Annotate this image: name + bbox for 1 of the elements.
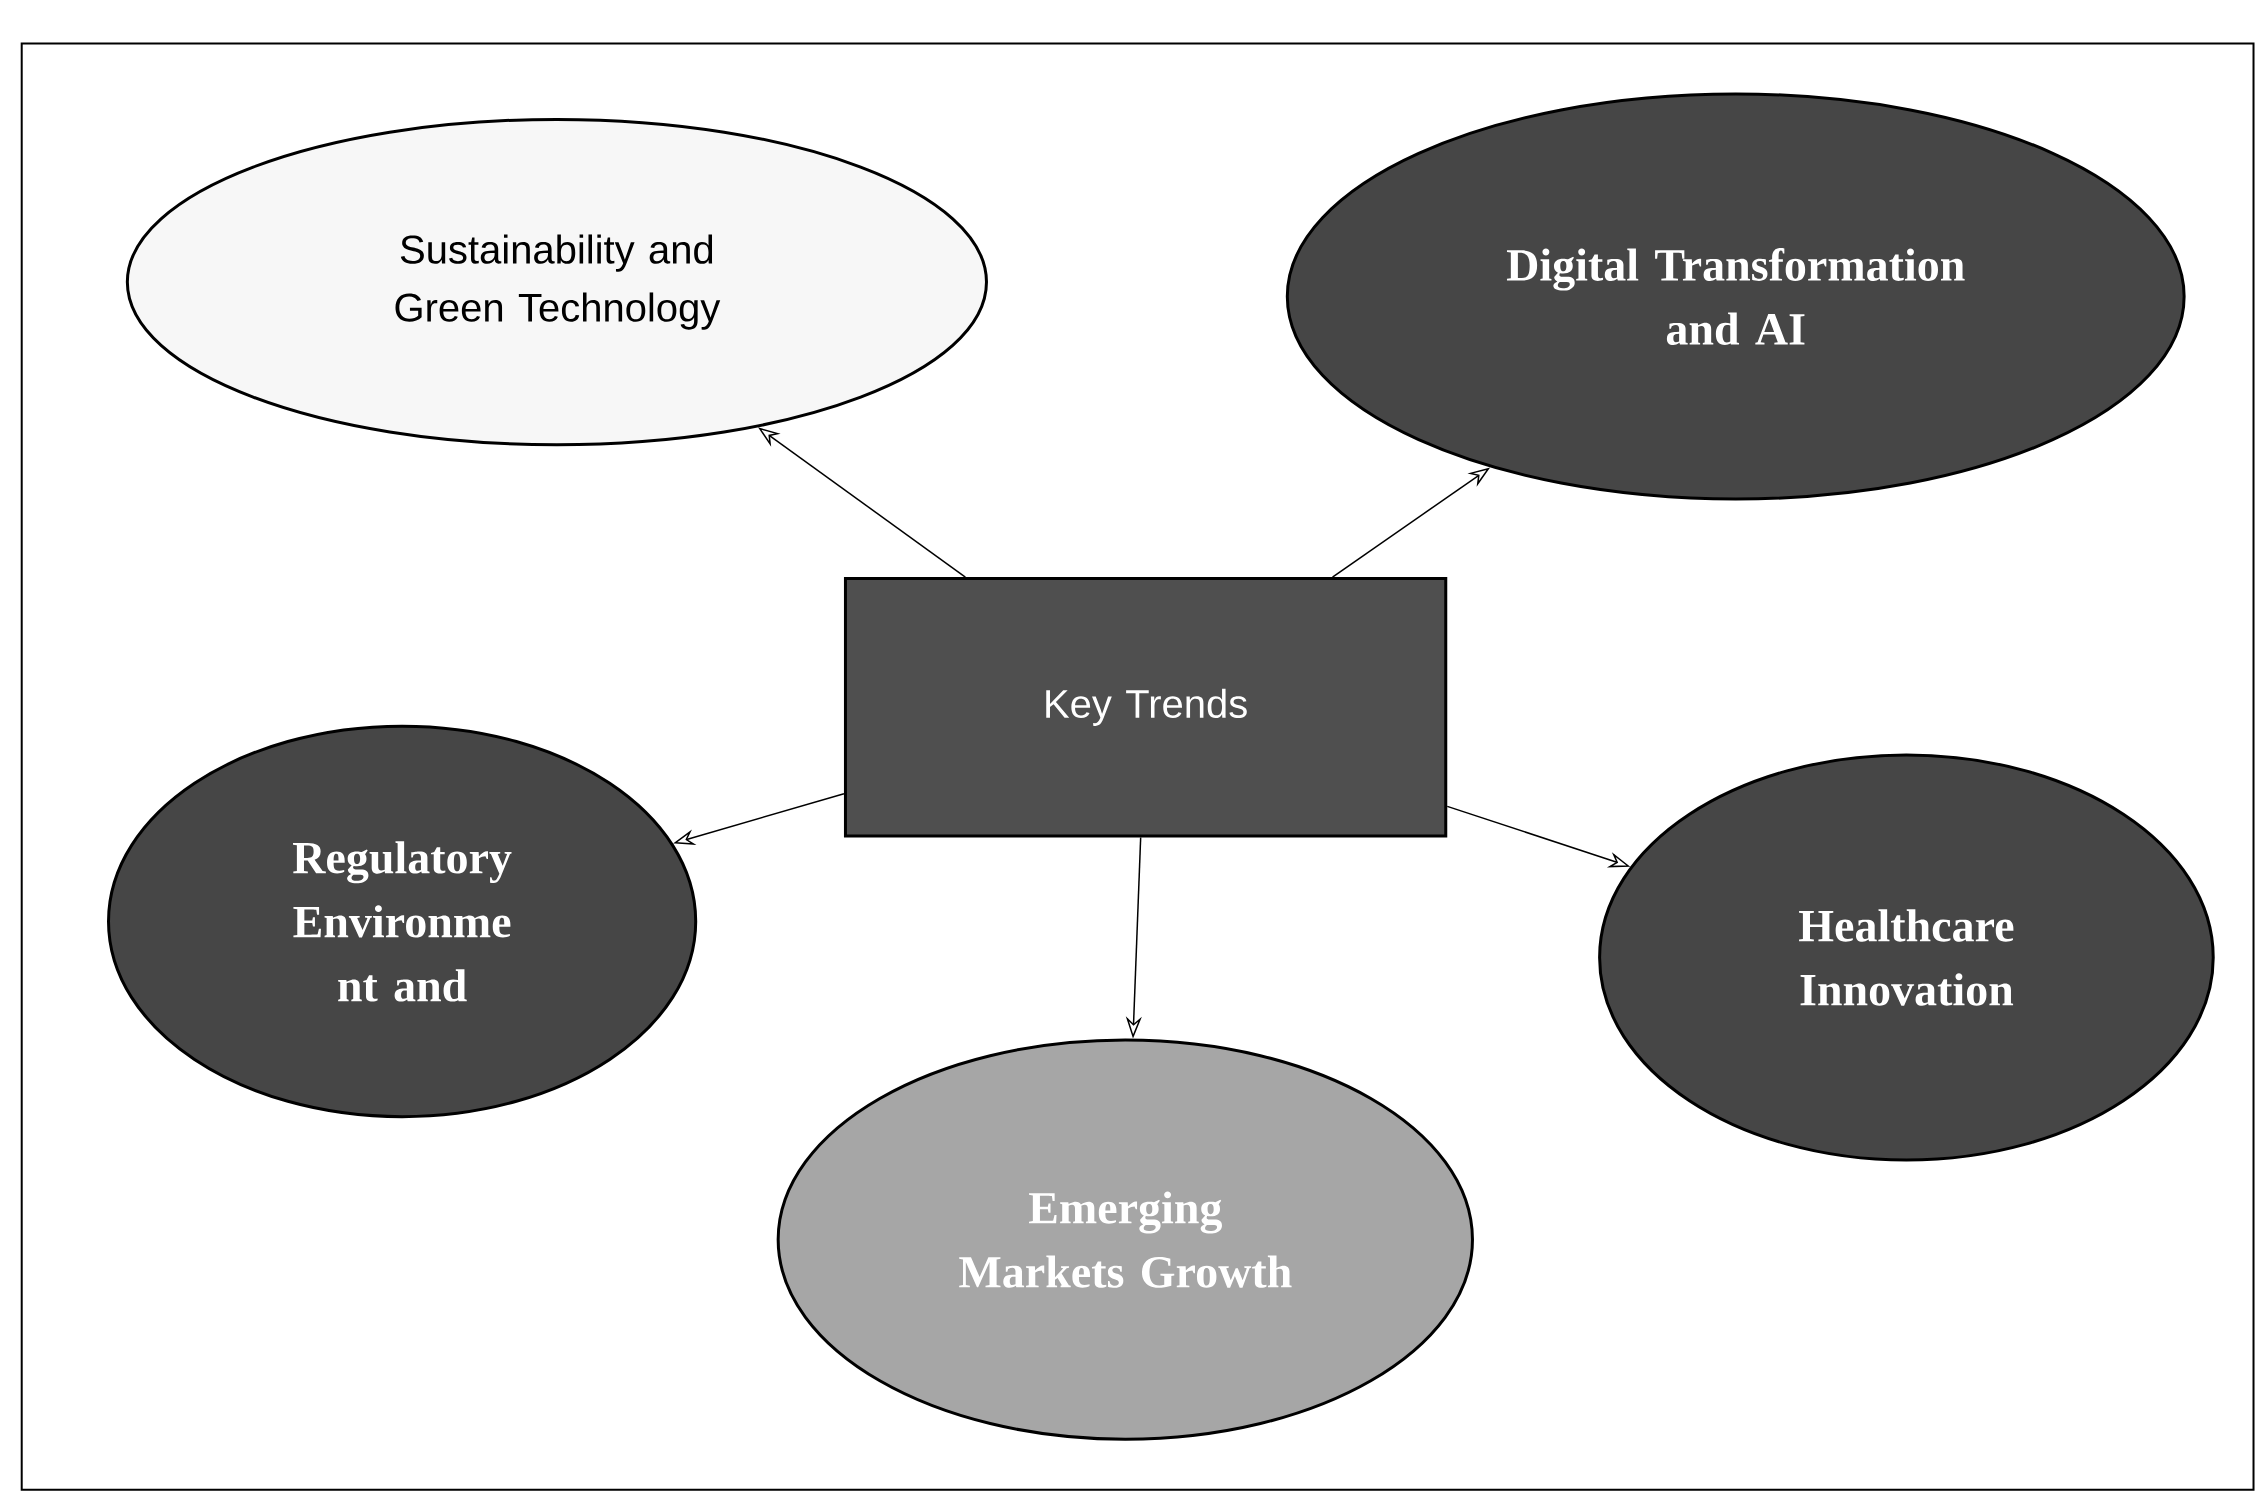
trend-box: Key Trends	[843, 577, 1448, 838]
